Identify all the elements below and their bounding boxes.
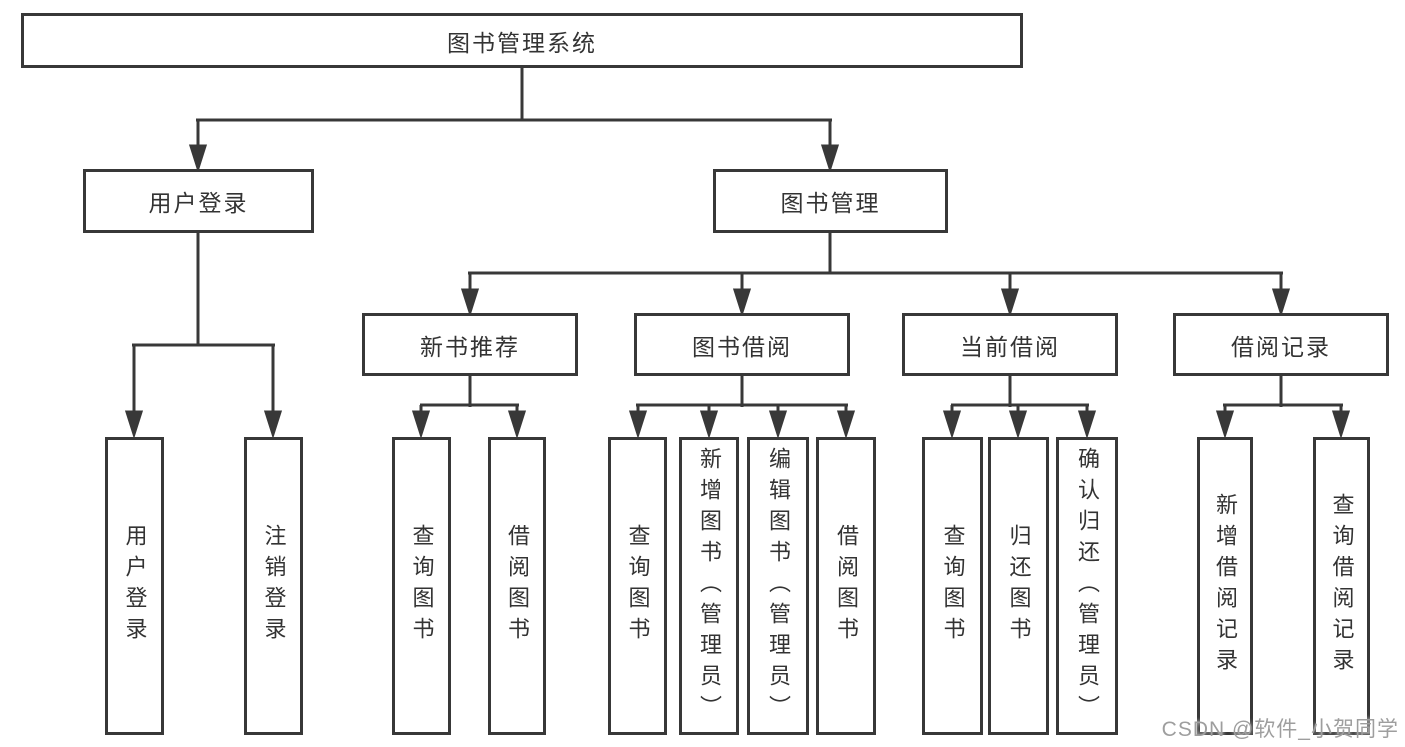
edge-current-borrowing-children	[942, 374, 1097, 439]
node-book-borrowing: 图书借阅	[634, 313, 850, 376]
edge-borrowing-records-children	[1215, 374, 1351, 439]
node-new-book-recommend: 新书推荐	[362, 313, 578, 376]
node-label: 图书管理系统	[447, 29, 597, 56]
node-label: 查询借阅记录	[1329, 493, 1355, 679]
node-label: 用户登录	[122, 524, 148, 648]
node-current-borrowing: 当前借阅	[902, 313, 1118, 376]
node-label: 新增借阅记录	[1213, 493, 1238, 679]
node-leaf-bb-query-books: 查询图书	[608, 437, 667, 735]
node-label: 借阅图书	[834, 524, 859, 648]
node-label: 查询图书	[625, 524, 651, 648]
node-label: 借阅记录	[1231, 333, 1331, 360]
edge-root-to-level2	[188, 66, 840, 173]
node-leaf-br-query-record: 查询借阅记录	[1313, 437, 1370, 735]
node-book-management: 图书管理	[713, 169, 948, 233]
node-label: 借阅图书	[505, 524, 530, 648]
node-leaf-user-login: 用户登录	[105, 437, 164, 735]
node-leaf-logout: 注销登录	[244, 437, 303, 735]
node-leaf-cb-return-books: 归还图书	[988, 437, 1049, 735]
edge-book-management-children	[460, 231, 1291, 317]
edge-book-borrowing-children	[628, 374, 856, 439]
node-leaf-bb-borrow-books: 借阅图书	[816, 437, 876, 735]
edge-user-login-children	[124, 231, 283, 439]
node-leaf-nbr-borrow-books: 借阅图书	[488, 437, 546, 735]
node-leaf-bb-edit-books-admin: 编辑图书（管理员）	[747, 437, 809, 735]
node-label: 查询图书	[409, 524, 435, 648]
node-label: 注销登录	[261, 524, 287, 648]
node-leaf-br-add-record: 新增借阅记录	[1197, 437, 1253, 735]
node-label: 新增图书（管理员）	[697, 446, 722, 726]
edge-new-book-recommend-children	[411, 374, 527, 439]
csdn-watermark: CSDN @软件_小贺同学	[1161, 718, 1399, 741]
node-borrowing-records: 借阅记录	[1173, 313, 1389, 376]
node-user-login: 用户登录	[83, 169, 314, 233]
node-label: 用户登录	[148, 190, 249, 216]
node-leaf-cb-confirm-return-admin: 确认归还（管理员）	[1056, 437, 1118, 735]
node-leaf-nbr-query-books: 查询图书	[392, 437, 451, 735]
node-label: 新书推荐	[420, 333, 520, 360]
node-label: 编辑图书（管理员）	[766, 446, 791, 726]
node-leaf-cb-query-books: 查询图书	[922, 437, 983, 735]
node-label: 确认归还（管理员）	[1075, 446, 1100, 726]
node-leaf-bb-add-books-admin: 新增图书（管理员）	[679, 437, 739, 735]
node-label: 查询图书	[940, 524, 966, 648]
node-library-management-system: 图书管理系统	[21, 13, 1023, 68]
node-label: 当前借阅	[960, 333, 1060, 360]
node-label: 图书管理	[780, 190, 881, 216]
node-label: 归还图书	[1006, 524, 1032, 648]
node-label: 图书借阅	[692, 333, 792, 360]
